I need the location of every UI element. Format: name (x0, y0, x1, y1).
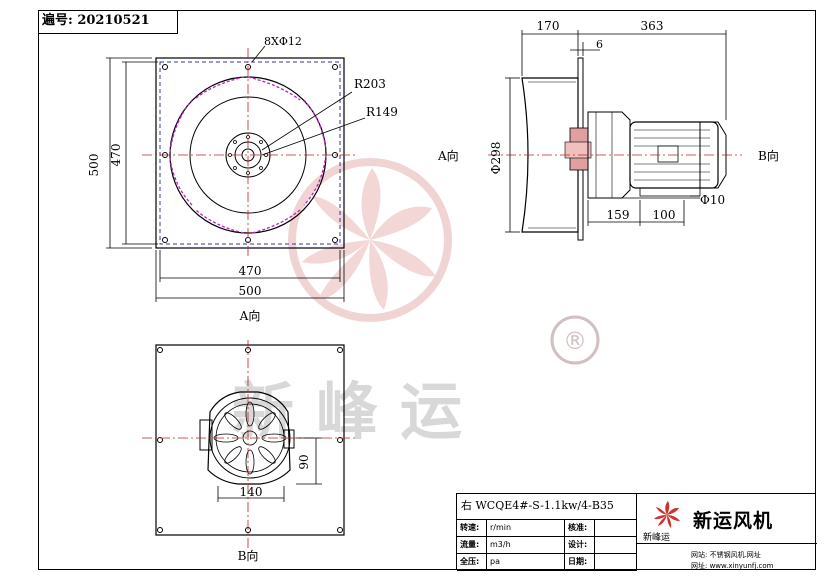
dim-width-outer: 500 (239, 284, 262, 298)
dim-100: 100 (653, 208, 676, 222)
title-row-flow: 流量: m3/h 设计: (457, 537, 637, 554)
dim-140: 140 (240, 485, 263, 499)
model-number: 右 WCQE4#-S-1.1kw/4-B35 (457, 494, 637, 520)
dim-height-outer: 500 (87, 154, 101, 177)
title-block: 右 WCQE4#-S-1.1kw/4-B35 转速: r/min 核准: 流量:… (456, 493, 817, 571)
watermark-company: 新峰运 (232, 375, 484, 448)
design-label: 设计: (565, 537, 595, 553)
dim-width-inner: 470 (239, 264, 262, 278)
dim-phi10: Φ10 (700, 193, 725, 207)
registered-mark-circle (550, 315, 600, 365)
contact-info: 网站: 不锈钢风机.网址 网址: www.xinyunfj.com (637, 544, 817, 571)
design-value (595, 537, 637, 553)
date-value (595, 554, 637, 570)
arrow-b-label: B向 (758, 148, 779, 163)
flow-unit: m3/h (487, 537, 565, 553)
date-label: 日期: (565, 554, 595, 570)
dim-90: 90 (297, 454, 311, 469)
logo-text: 新峰运 (643, 533, 671, 543)
brand-cell: 新峰运 新运风机 (637, 494, 817, 544)
pressure-unit: pa (487, 554, 565, 570)
title-row-pressure: 全压: pa 日期: (457, 554, 637, 571)
flow-label: 流量: (457, 537, 487, 553)
approve-label: 核准: (565, 520, 595, 536)
registered-mark: ® (563, 327, 587, 355)
dim-side-170: 170 (537, 19, 560, 33)
top-view (106, 45, 366, 302)
fan-logo-icon (654, 501, 680, 528)
watermark-logo (288, 158, 452, 322)
dim-height-inner: 470 (109, 144, 123, 167)
title-row-speed: 转速: r/min 核准: (457, 520, 637, 537)
radius-inner-label: R149 (366, 105, 398, 119)
bottom-view (142, 340, 356, 548)
arrow-a-label: A向 (437, 148, 459, 163)
top-view-label: A向 (239, 308, 261, 323)
radius-outer-label: R203 (354, 77, 386, 91)
pressure-label: 全压: (457, 554, 487, 570)
side-view (488, 30, 742, 241)
dim-diameter: Φ298 (489, 142, 503, 175)
dim-plate-6: 6 (596, 38, 603, 51)
contact-line-2: 网址: www.xinyunfj.com (691, 562, 774, 570)
speed-label: 转速: (457, 520, 487, 536)
bolt-note: 8XΦ12 (264, 35, 302, 48)
brand-name: 新运风机 (693, 510, 774, 532)
contact-line-1: 网站: 不锈钢风机.网址 (691, 551, 761, 559)
drawing-frame (38, 10, 816, 570)
speed-unit: r/min (487, 520, 565, 536)
dim-159: 159 (607, 208, 630, 222)
drawing-code: 遍号: 20210521 (38, 10, 178, 34)
dim-side-363: 363 (641, 19, 664, 33)
bottom-view-label: B向 (238, 548, 259, 563)
approve-value (595, 520, 637, 536)
